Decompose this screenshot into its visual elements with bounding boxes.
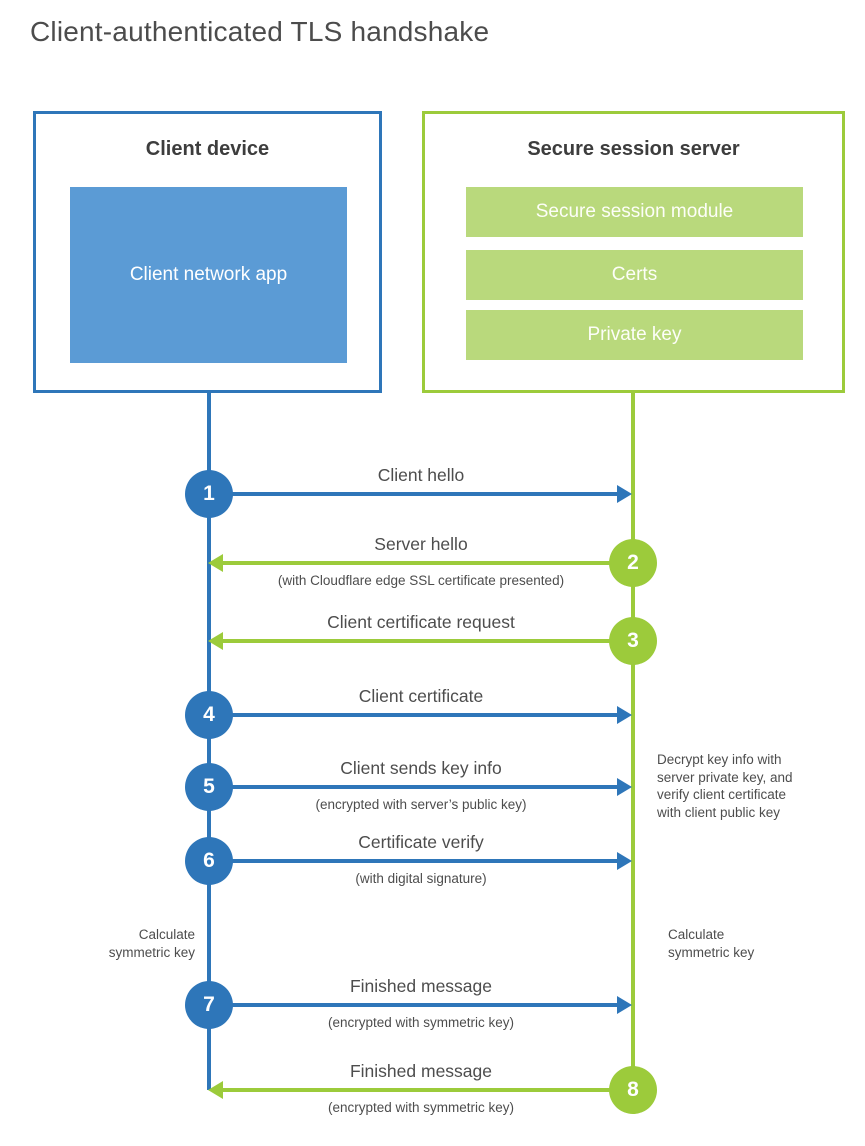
secure-session-module-bar: Secure session module [466, 187, 803, 237]
client-network-app-box: Client network app [70, 187, 347, 363]
arrow-head-left-icon [208, 632, 223, 650]
arrow-head-right-icon [617, 706, 632, 724]
certs-label: Certs [611, 264, 658, 285]
arrow-shaft [209, 492, 619, 496]
calculate-symmetric-key-note-client: Calculate symmetric key [108, 927, 195, 960]
step-4-label: Client certificate [358, 686, 484, 706]
step-2-label: Server hello [374, 534, 468, 554]
step-5-badge: 5 [185, 763, 233, 811]
page-title: Client-authenticated TLS handshake [30, 16, 490, 47]
step-3-badge: 3 [609, 617, 657, 665]
step-6-label: Certificate verify [358, 832, 484, 852]
step-5-label: Client sends key info [340, 758, 502, 778]
secure-session-server-title: Secure session server [527, 138, 740, 160]
arrow-head-right-icon [617, 778, 632, 796]
arrow-head-right-icon [617, 485, 632, 503]
arrow-shaft [223, 639, 633, 643]
certs-bar: Certs [466, 250, 803, 300]
arrow-head-left-icon [208, 1081, 223, 1099]
arrow-shaft [209, 713, 619, 717]
client-device-title: Client device [145, 138, 270, 160]
step-6-badge: 6 [185, 837, 233, 885]
step-4-badge: 4 [185, 691, 233, 739]
arrow-shaft [209, 1003, 619, 1007]
step-1-badge: 1 [185, 470, 233, 518]
step-2-sublabel: (with Cloudflare edge SSL certificate pr… [277, 573, 565, 588]
arrow-shaft [209, 859, 619, 863]
private-key-label: Private key [587, 324, 682, 345]
arrow-shaft [209, 785, 619, 789]
client-network-app-label: Client network app [129, 263, 288, 285]
server-lifeline [631, 393, 635, 1090]
step-8-badge: 8 [609, 1066, 657, 1114]
step-6-sublabel: (with digital signature) [355, 871, 487, 886]
secure-session-server-box: Secure session server Secure session mod… [422, 111, 845, 393]
step-5-sublabel: (encrypted with server’s public key) [315, 797, 527, 812]
arrow-shaft [223, 561, 633, 565]
arrow-head-left-icon [208, 554, 223, 572]
step-7-label: Finished message [349, 976, 493, 996]
calculate-symmetric-key-note-server: Calculate symmetric key [668, 927, 755, 960]
step-1-label: Client hello [377, 465, 465, 485]
step-7-badge: 7 [185, 981, 233, 1029]
arrow-head-right-icon [617, 996, 632, 1014]
step-3-label: Client certificate request [327, 612, 515, 632]
secure-session-module-label: Secure session module [535, 201, 734, 222]
private-key-bar: Private key [466, 310, 803, 360]
step-7-sublabel: (encrypted with symmetric key) [327, 1015, 515, 1030]
client-device-box: Client device Client network app [33, 111, 382, 393]
decrypt-key-info-note: Decrypt key info with server private key… [657, 752, 793, 820]
arrow-head-right-icon [617, 852, 632, 870]
arrow-shaft [223, 1088, 633, 1092]
step-8-label: Finished message [349, 1061, 493, 1081]
step-2-badge: 2 [609, 539, 657, 587]
client-lifeline [207, 393, 211, 1090]
step-8-sublabel: (encrypted with symmetric key) [327, 1100, 515, 1115]
